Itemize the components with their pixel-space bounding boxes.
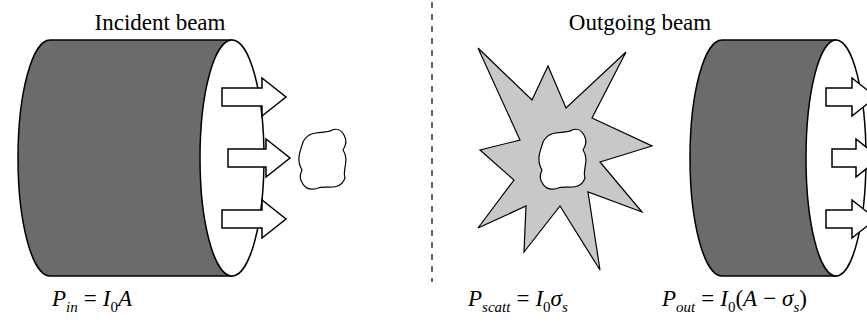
beam-arrow — [228, 139, 290, 177]
beam-arrow — [222, 78, 286, 116]
formula-symbol: ) — [799, 286, 807, 311]
formula-symbol: σ — [782, 286, 793, 311]
formula-symbol: I — [535, 286, 543, 311]
beam-arrows — [826, 78, 867, 238]
beam-arrow — [832, 139, 867, 177]
formula-symbol: P — [468, 286, 482, 311]
panel-title: Incident beam — [95, 10, 226, 36]
formula-symbol: I — [103, 286, 111, 311]
particle — [539, 129, 586, 189]
panel-title: Outgoing beam — [569, 10, 711, 36]
formula-symbol: 0 — [543, 299, 551, 315]
beam-arrow — [826, 200, 867, 238]
formula-symbol: 0 — [728, 299, 736, 315]
particle — [299, 129, 346, 189]
beam-arrows — [222, 78, 290, 238]
power-formula: Pout =I0(A−σs) — [662, 286, 807, 312]
formula-symbol: s — [562, 299, 568, 315]
formula-symbol: = — [701, 286, 714, 311]
formula-symbol: scatt — [482, 299, 510, 315]
formula-symbol: ( — [735, 286, 743, 311]
formula-symbol: in — [66, 299, 78, 315]
formula-symbol: A — [743, 286, 757, 311]
formula-symbol: s — [793, 299, 799, 315]
beam-arrow — [222, 200, 286, 238]
formula-symbol: P — [52, 286, 66, 311]
formula-symbol: σ — [551, 286, 562, 311]
beam-arrow — [826, 78, 867, 116]
formula-symbol: 0 — [110, 299, 118, 315]
formula-symbol: = — [516, 286, 529, 311]
formula-symbol: out — [676, 299, 695, 315]
power-formula: Pin =I0A — [52, 286, 132, 312]
formula-symbol: I — [720, 286, 728, 311]
formula-symbol: P — [662, 286, 676, 311]
formula-symbol: A — [118, 286, 132, 311]
power-formula: Pscatt =I0σs — [468, 286, 568, 312]
formula-symbol: − — [763, 286, 776, 311]
divider-line — [431, 2, 432, 282]
scatter-burst — [478, 48, 652, 270]
formula-symbol: = — [84, 286, 97, 311]
